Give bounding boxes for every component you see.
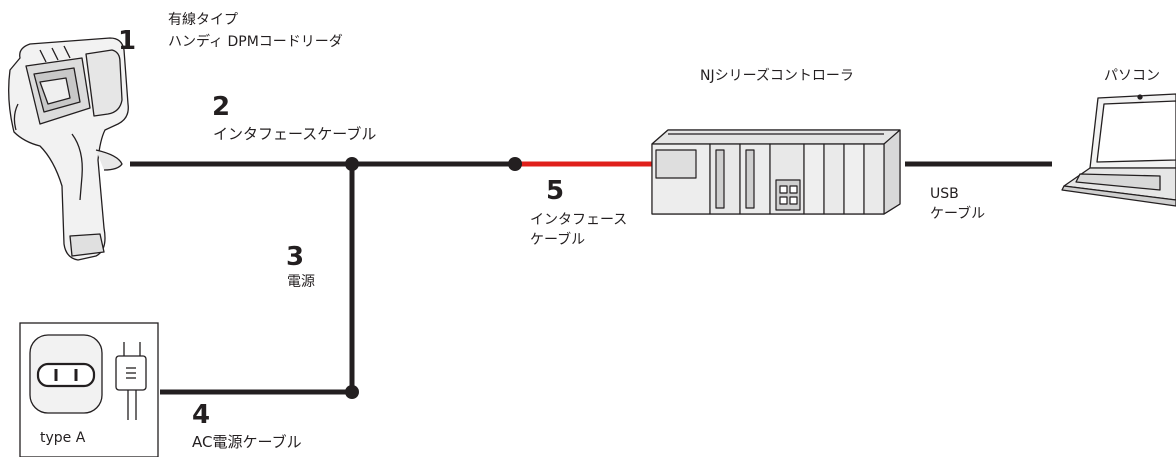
controller-label: NJシリーズコントローラ [700,68,854,84]
item-number-1: 1 [118,26,137,56]
laptop-icon [1061,93,1176,207]
interface-cable-label: インタフェースケーブル [213,125,377,143]
item-number-3: 3 [286,242,305,272]
usb-label-line2: ケーブル [930,206,986,222]
junction-dot-top [345,157,359,171]
plug-icon [115,342,147,420]
junction-dot-connector [508,157,522,171]
if-cable-label-line1: インタフェース [530,212,628,228]
item-number-4: 4 [192,400,211,430]
reader-label-line2: ハンディ DPMコードリーダ [168,34,343,50]
handheld-reader-icon [8,37,129,261]
junction-dot-bottom [345,385,359,399]
pc-label: パソコン [1104,68,1160,84]
usb-label-line1: USB [930,186,959,202]
ac-outlet-box [19,322,159,457]
power-label: 電源 [287,274,315,290]
cable-lines [130,157,1052,399]
reader-label-line1: 有線タイプ [168,12,238,28]
ac-cable-label: AC電源ケーブル [192,433,302,451]
outlet-type-label: type A [40,430,86,446]
item-number-5: 5 [546,176,565,206]
item-number-2: 2 [212,92,231,122]
if-cable-label-line2: ケーブル [530,232,586,248]
nj-controller-icon [651,129,901,215]
